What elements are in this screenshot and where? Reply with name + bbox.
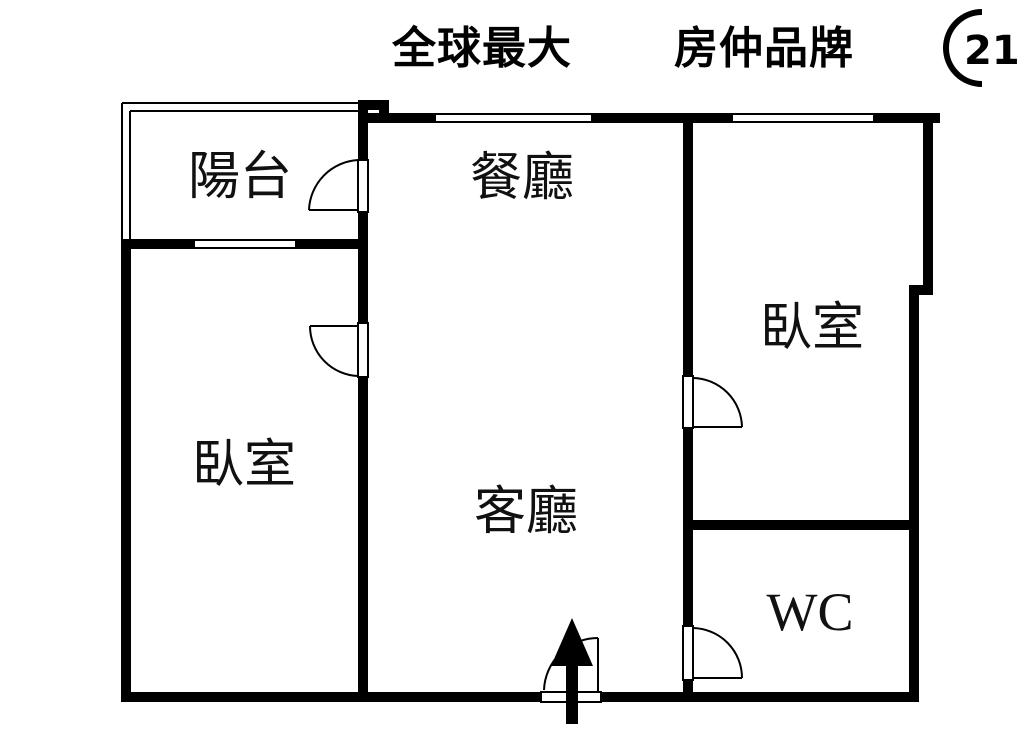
slogan-left: 全球最大 [392,23,572,74]
door-swing-icon [308,322,369,378]
room-label-balcony: 陽台 [187,147,293,207]
doors [308,159,743,703]
room-label-dining: 餐廳 [469,148,575,208]
header-slogan: 全球最大 房仲品牌 [392,14,932,84]
room-label-bedroom-right: 臥室 [759,298,865,358]
door-swing-icon [308,159,369,213]
window-balcony-bedroom [195,239,295,249]
room-label-wc: WC [766,582,854,642]
room-label-bedroom-left: 臥室 [191,435,297,495]
windows [195,113,873,249]
window-dining-top [436,113,591,123]
entrance-arrow-icon [551,618,593,724]
room-label-living: 客廳 [473,482,579,542]
logo-text: 21 [964,28,1020,74]
door-swing-icon [682,375,743,429]
century21-logo-icon: 21 [943,9,1020,87]
balcony-outline [121,102,360,244]
door-swing-icon [682,625,743,681]
window-bedroom-right-top [733,113,873,123]
slogan-right: 房仲品牌 [674,23,854,74]
